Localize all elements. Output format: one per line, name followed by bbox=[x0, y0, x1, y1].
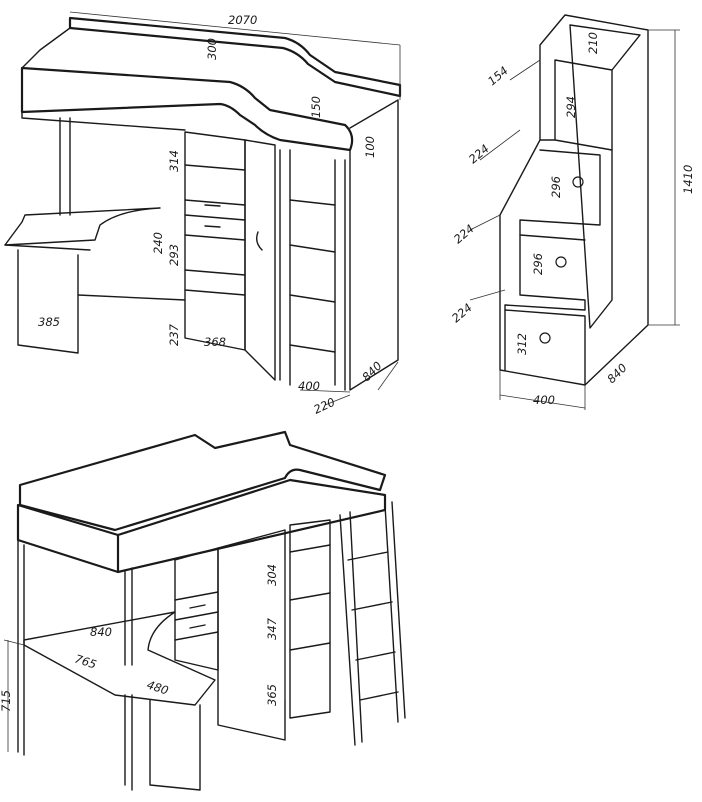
label-iso-desk-depth: 840 bbox=[90, 625, 112, 639]
iso-drawer-handles bbox=[189, 604, 206, 629]
label-iso-desk-inner: 765 bbox=[73, 652, 98, 672]
iso-view bbox=[3, 430, 406, 791]
stairs-knob-1 bbox=[572, 176, 584, 188]
iso-dim-height bbox=[3, 639, 25, 752]
stairs-view bbox=[469, 14, 680, 410]
label-front-side-rail: 100 bbox=[363, 136, 377, 158]
label-stairs-cell-4: 312 bbox=[515, 333, 529, 355]
stairs-dim-width bbox=[499, 370, 586, 410]
label-front-shelf-b: 293 bbox=[167, 244, 181, 266]
stairs-dim-height bbox=[648, 29, 680, 326]
label-front-desk-leg: 385 bbox=[38, 315, 60, 329]
front-door-handle bbox=[255, 231, 263, 251]
label-stairs-top-cell: 210 bbox=[586, 32, 600, 54]
front-right-panel bbox=[349, 99, 399, 391]
label-front-shelf-a: 240 bbox=[151, 232, 165, 254]
iso-shelf-unit bbox=[289, 519, 331, 719]
iso-left-post bbox=[17, 539, 25, 756]
label-front-ladder: 400 bbox=[298, 379, 320, 393]
label-front-ladder-offset: 220 bbox=[311, 395, 337, 417]
stairs-outline bbox=[499, 14, 649, 386]
front-rail-bottom bbox=[21, 111, 186, 131]
label-iso-desk-ext: 480 bbox=[145, 678, 170, 698]
label-stairs-cell-2: 296 bbox=[549, 176, 563, 198]
iso-cabinet-drawers bbox=[174, 591, 219, 641]
label-front-cabinet: 368 bbox=[204, 335, 226, 349]
front-post bbox=[59, 117, 71, 216]
iso-ladder-rungs bbox=[347, 551, 399, 701]
stairs-dim-steps bbox=[469, 59, 541, 301]
stairs-knob-2 bbox=[555, 256, 567, 268]
iso-top-guard bbox=[18, 430, 387, 532]
front-view bbox=[4, 11, 402, 406]
iso-shelves bbox=[289, 544, 331, 651]
dim-line-width bbox=[69, 11, 401, 100]
iso-front-rail bbox=[16, 503, 120, 574]
dim-line-bottom bbox=[299, 361, 399, 406]
label-stairs-step-a: 224 bbox=[466, 141, 492, 166]
label-front-depth: 840 bbox=[359, 359, 384, 384]
stairs-side bbox=[569, 24, 641, 329]
front-guard-side bbox=[21, 27, 71, 69]
label-iso-shelf-3: 365 bbox=[265, 684, 279, 706]
label-iso-shelf-1: 304 bbox=[265, 564, 279, 586]
label-front-shelf-top: 314 bbox=[167, 150, 181, 172]
label-stairs-cell-1: 294 bbox=[564, 96, 578, 118]
iso-desk-top bbox=[23, 611, 216, 706]
label-stairs-step-b: 224 bbox=[451, 221, 477, 246]
label-iso-shelf-2: 347 bbox=[265, 617, 279, 640]
stairs-knob-3 bbox=[539, 332, 551, 344]
front-shelves bbox=[184, 164, 246, 296]
front-desk-back bbox=[77, 294, 186, 301]
label-stairs-depth: 840 bbox=[604, 361, 629, 386]
iso-mid-post bbox=[124, 567, 133, 666]
label-stairs-cell-3: 296 bbox=[531, 253, 545, 275]
iso-cabinet bbox=[174, 547, 219, 671]
front-ladder-rungs bbox=[289, 199, 336, 353]
label-stairs-width: 400 bbox=[533, 393, 555, 407]
label-stairs-step-c: 224 bbox=[449, 300, 475, 325]
front-cabinet bbox=[184, 131, 246, 351]
label-front-top-rail: 300 bbox=[205, 38, 219, 60]
iso-desk-legs bbox=[124, 694, 201, 791]
front-ladder-rails bbox=[279, 149, 346, 391]
front-desk-top bbox=[4, 207, 161, 246]
iso-back-panel bbox=[217, 529, 286, 741]
stairs-drawers bbox=[504, 234, 586, 386]
label-front-shelf-bottom: 237 bbox=[167, 323, 181, 346]
label-front-rail: 150 bbox=[309, 96, 323, 118]
front-door bbox=[244, 139, 276, 381]
label-iso-desk-height: 715 bbox=[0, 690, 13, 712]
iso-side-rail bbox=[116, 478, 387, 574]
front-desk-edge bbox=[4, 244, 91, 251]
label-stairs-height: 1410 bbox=[681, 165, 695, 194]
front-drawer-handles bbox=[204, 204, 221, 228]
front-desk-leg bbox=[17, 249, 79, 354]
stairs-steps bbox=[504, 59, 613, 371]
front-main-rail bbox=[20, 66, 354, 152]
front-drawers bbox=[184, 199, 246, 241]
iso-ladder-rails bbox=[339, 501, 406, 746]
label-stairs-top-step: 154 bbox=[485, 63, 511, 88]
label-front-width: 2070 bbox=[228, 13, 257, 27]
